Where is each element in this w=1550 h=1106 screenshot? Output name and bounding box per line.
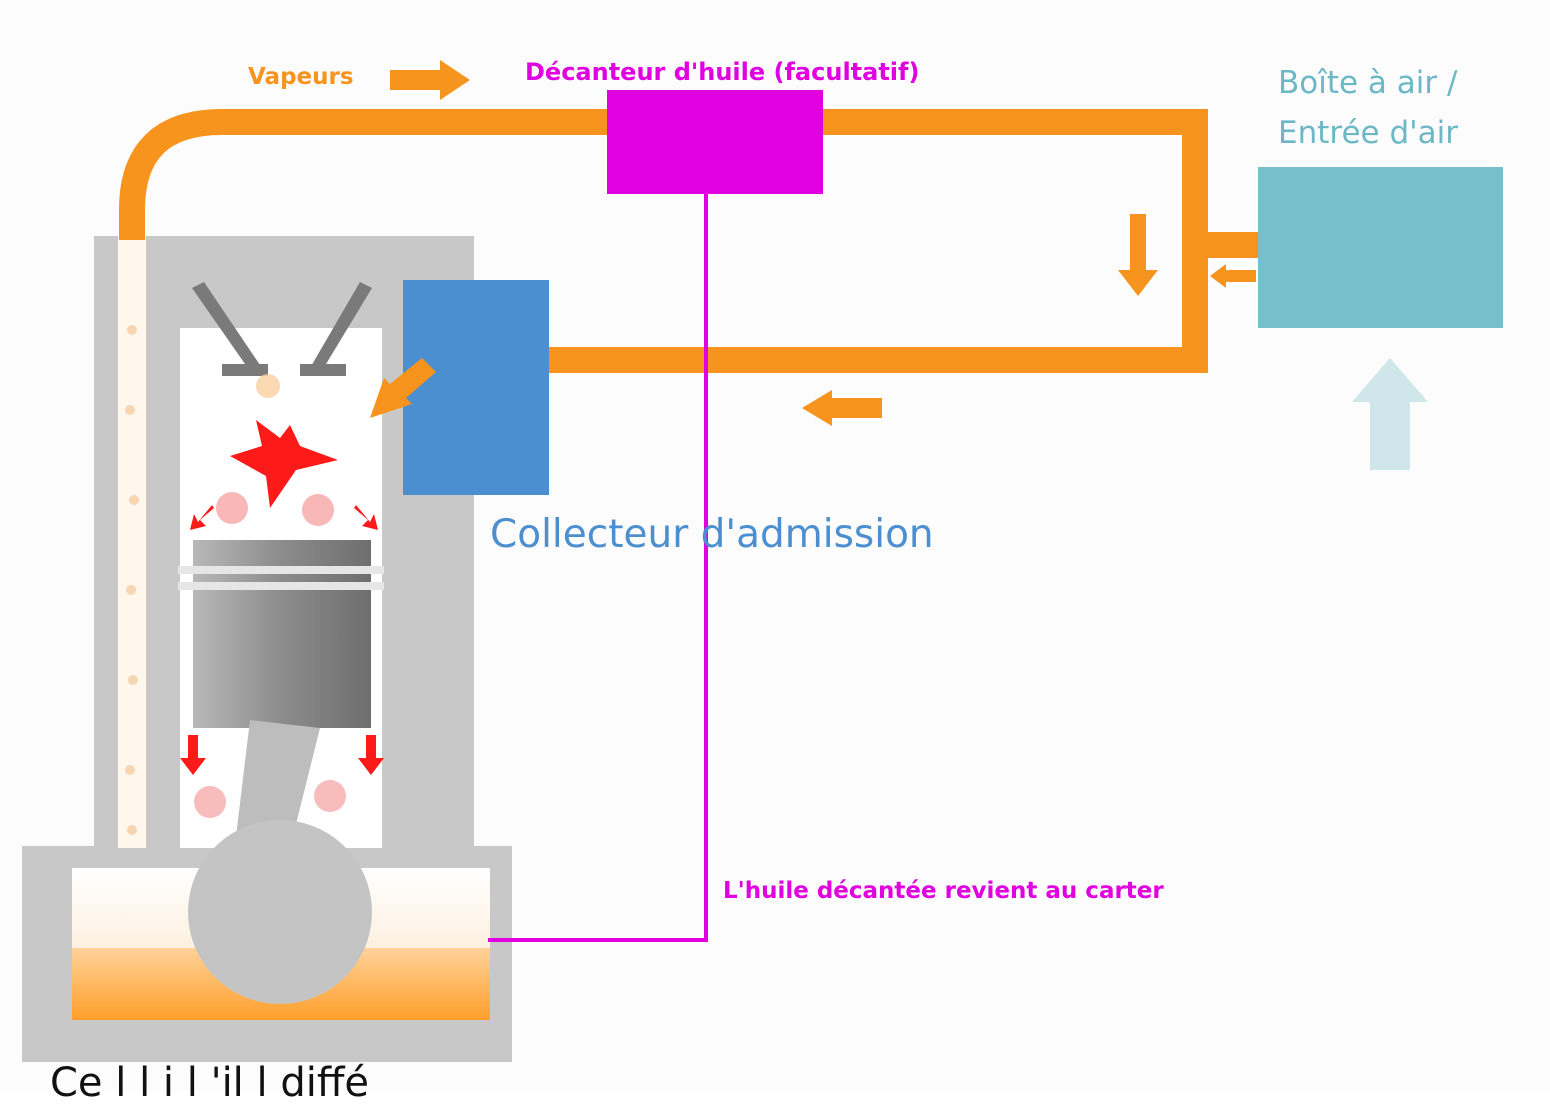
airbox-label-line1: Boîte à air / bbox=[1278, 65, 1458, 101]
blowby-arrow-right-icon bbox=[358, 735, 384, 775]
down-arrow-icon bbox=[1118, 214, 1158, 296]
vapeurs-label: Vapeurs bbox=[248, 64, 354, 90]
crankcase-vapor bbox=[194, 780, 346, 818]
oil-return-line bbox=[488, 194, 708, 942]
explosion-star-icon bbox=[230, 420, 338, 508]
oil-return-label: L'huile décantée revient au carter bbox=[723, 878, 1164, 904]
caption-text: Ce l l i l 'il l diffé bbox=[50, 1060, 370, 1106]
diagonal-arrow-icon bbox=[370, 358, 436, 418]
vapor-particles bbox=[125, 325, 139, 835]
left-arrow-icon bbox=[802, 390, 882, 426]
connecting-rod bbox=[188, 720, 372, 1004]
combustion-gas bbox=[216, 374, 334, 526]
airbox-label-line2: Entrée d'air bbox=[1278, 114, 1459, 151]
valves bbox=[192, 282, 372, 376]
blowby-arrow-left-icon bbox=[180, 735, 206, 775]
left-arrow-small-icon bbox=[1210, 264, 1256, 288]
decanteur-label: Décanteur d'huile (facultatif) bbox=[525, 58, 920, 86]
vapor-pipe bbox=[119, 109, 1262, 373]
intake-manifold-label: Collecteur d'admission bbox=[490, 512, 934, 557]
intake-manifold bbox=[403, 280, 549, 495]
piston bbox=[178, 540, 384, 728]
pressure-arrows bbox=[180, 505, 384, 775]
air-inlet-arrow-icon bbox=[1352, 358, 1428, 470]
airbox bbox=[1258, 167, 1503, 328]
oil-decanter bbox=[607, 90, 823, 194]
vapeurs-arrow-icon bbox=[390, 60, 470, 100]
airbox-label: Boîte à air / Entrée d'air bbox=[1278, 59, 1538, 158]
flow-arrows bbox=[370, 60, 1256, 426]
